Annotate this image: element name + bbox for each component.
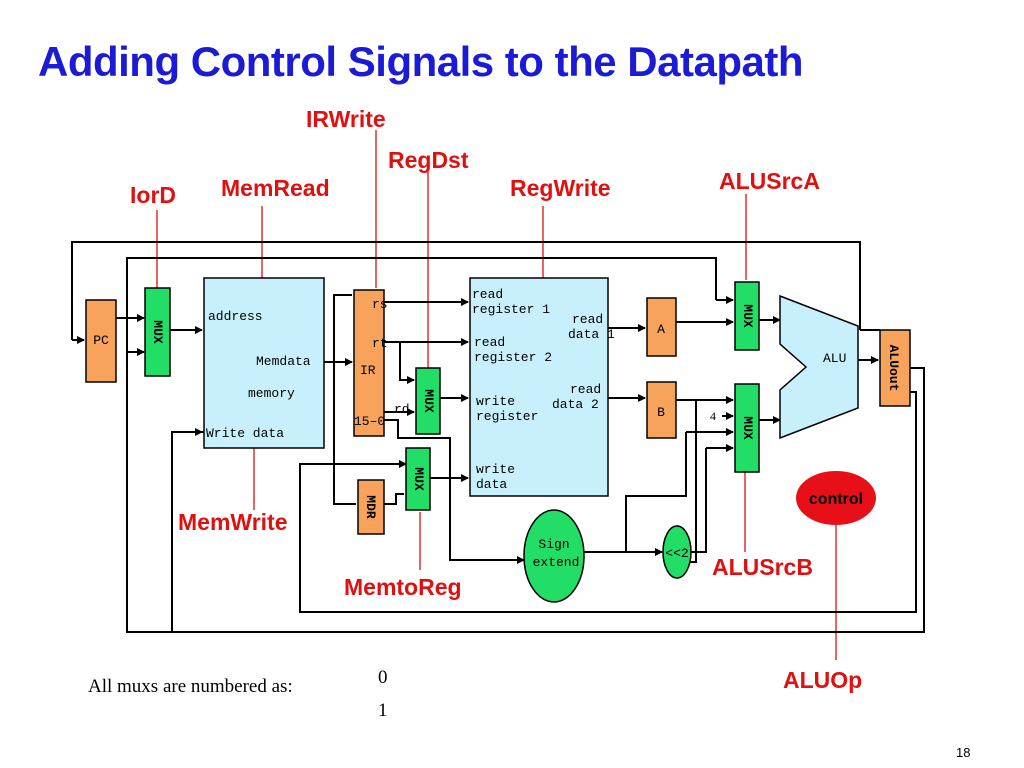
page-title: Adding Control Signals to the Datapath	[38, 38, 803, 85]
pc-register: PC	[85, 299, 117, 383]
ir-rd-label: rd	[394, 402, 410, 417]
mux-number-0: 0	[378, 667, 388, 688]
iord-mux: MUX	[144, 287, 171, 377]
page-number: 18	[956, 745, 971, 760]
memory-block: address Memdata memory Write data	[203, 277, 325, 449]
regdst-mux: MUX	[415, 367, 441, 435]
b-register: B	[646, 381, 677, 439]
pc-label: PC	[93, 333, 109, 348]
mux-numbering-note: All muxs are numbered as:	[88, 676, 293, 697]
constant-four: 4	[710, 409, 716, 423]
sign-extend-label-a: Sign	[538, 537, 569, 552]
memtoreg-label: MemtoReg	[344, 574, 462, 600]
memory-memdata-label: Memdata	[256, 354, 311, 369]
ir-label: IR	[360, 363, 376, 378]
memory-address-label: address	[208, 309, 263, 324]
read-data1-label-a: read	[572, 312, 603, 327]
read-register2-label-b: register 2	[474, 350, 552, 365]
b-label: B	[657, 405, 665, 420]
sign-extend-label-b: extend	[533, 555, 580, 570]
iord-mux-label: MUX	[150, 320, 165, 344]
mdr-register: MDR	[357, 479, 385, 535]
iord-label: IorD	[130, 182, 176, 208]
irwrite-label: IRWrite	[306, 106, 386, 132]
sign-extend: Sign extend	[523, 509, 585, 603]
alusrcb-mux: MUX	[734, 383, 760, 473]
regdst-label: RegDst	[388, 147, 469, 173]
datapath-wires	[71, 241, 925, 633]
aluout-label: ALUout	[886, 345, 901, 392]
shift-label: <<2	[665, 546, 688, 561]
regdst-mux-label: MUX	[421, 389, 436, 413]
control-unit: control	[796, 471, 876, 525]
read-data2-label-a: read	[570, 382, 601, 397]
memory-write-data-label: Write data	[206, 426, 284, 441]
ir-rs-label: rs	[372, 297, 388, 312]
regwrite-label: RegWrite	[510, 175, 611, 201]
aluout-register: ALUout	[879, 329, 911, 407]
alusrcb-mux-label: MUX	[740, 416, 755, 440]
alusrca-mux: MUX	[734, 281, 760, 351]
memory-label: memory	[248, 386, 295, 401]
a-label: A	[657, 322, 665, 337]
alusrca-mux-label: MUX	[740, 304, 755, 328]
read-register2-label-a: read	[474, 335, 505, 350]
memtoreg-mux-label: MUX	[411, 467, 426, 491]
alu-label: ALU	[823, 351, 846, 366]
mdr-label: MDR	[363, 495, 378, 519]
a-register: A	[646, 297, 677, 357]
read-register1-label-a: read	[472, 287, 503, 302]
shift-left-2: <<2	[662, 525, 692, 579]
write-data-label-a: write	[476, 462, 515, 477]
memread-label: MemRead	[221, 175, 330, 201]
read-data1-label-b: data 1	[568, 327, 615, 342]
alu: ALU	[779, 294, 859, 440]
write-data-label-b: data	[476, 477, 507, 492]
ir-imm-label: 15–0	[354, 414, 385, 429]
read-register1-label-b: register 1	[472, 302, 550, 317]
read-data2-label-b: data 2	[552, 397, 599, 412]
memtoreg-mux: MUX	[405, 447, 431, 511]
aluop-label: ALUOp	[783, 667, 862, 693]
register-file: read register 1 read register 2 write re…	[469, 277, 615, 497]
mux-number-1: 1	[378, 700, 388, 721]
write-register-label-a: write	[476, 394, 515, 409]
control-label: control	[809, 491, 863, 508]
ir-rt-label: rt	[372, 336, 388, 351]
alusrca-label: ALUSrcA	[719, 168, 820, 194]
ir-register: rs rt IR 15–0 rd	[353, 289, 410, 437]
alusrcb-label: ALUSrcB	[712, 554, 813, 580]
memwrite-label: MemWrite	[178, 509, 288, 535]
write-register-label-b: register	[476, 409, 538, 424]
